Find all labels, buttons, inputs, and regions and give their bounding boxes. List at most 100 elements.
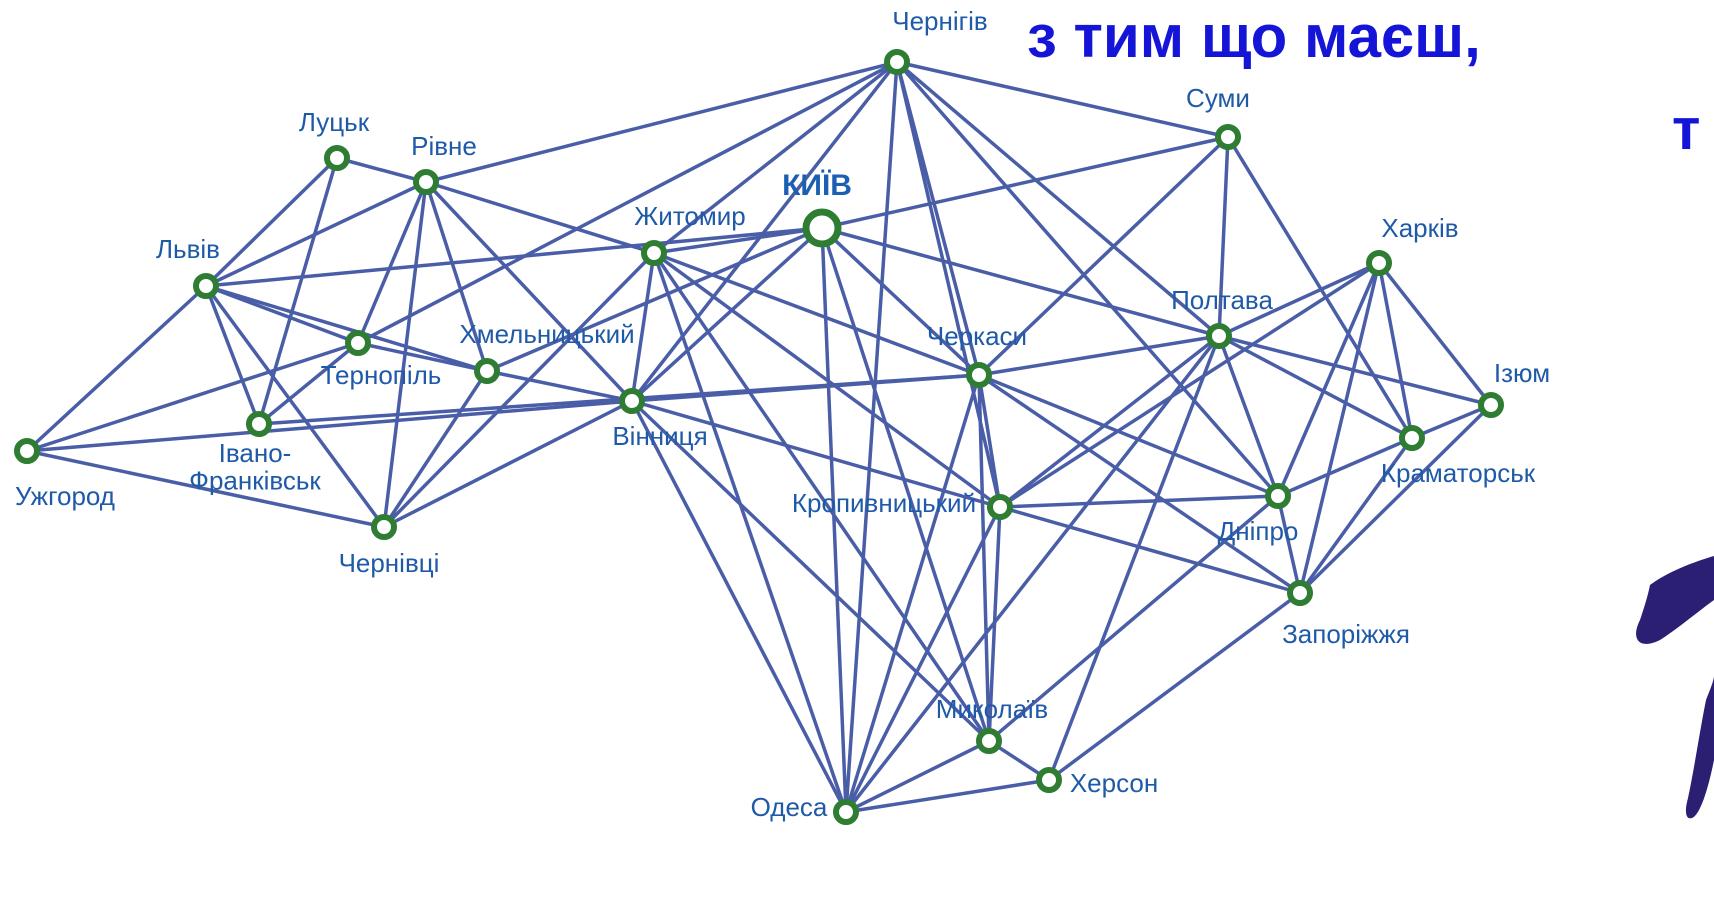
connection-cherkasy-mykolaiv: [977, 373, 991, 743]
connection-lines: [25, 60, 1493, 814]
city-label-poltava: Полтава: [1171, 285, 1273, 315]
city-node-kramatorsk: [1399, 425, 1425, 451]
city-label-lutsk: Луцьк: [299, 107, 370, 137]
connection-zhytomyr-odesa: [652, 251, 848, 814]
city-node-kropyvnytskyi: [987, 494, 1013, 520]
connection-khmelnytskyi-chernivtsi: [382, 369, 489, 529]
connection-kharkiv-izium: [1377, 261, 1493, 407]
connection-dnipro-zaporizhzhia: [1276, 494, 1302, 595]
connection-sumy-poltava: [1217, 135, 1230, 338]
connection-ivano-frankivsk-cherkasy: [257, 373, 981, 426]
city-node-lviv: [193, 273, 219, 299]
connection-vinnytsia-kropyvnytskyi: [630, 399, 1002, 509]
city-label-izium: Ізюм: [1494, 358, 1550, 388]
connection-uzhhorod-chernivtsi: [25, 449, 386, 529]
connection-uzhhorod-vinnytsia: [25, 399, 634, 453]
city-node-zhytomyr: [641, 240, 667, 266]
city-label-zaporizhzhia: Запоріжжя: [1282, 619, 1410, 649]
connection-cherkasy-zaporizhzhia: [977, 373, 1302, 595]
city-node-dnipro: [1265, 483, 1291, 509]
city-label-zhytomyr: Житомир: [634, 201, 745, 231]
connection-cherkasy-dnipro: [977, 373, 1280, 498]
connection-lviv-khmelnytskyi: [204, 284, 489, 373]
connection-zhytomyr-chernivtsi: [382, 251, 656, 529]
connection-rivne-lviv: [204, 180, 428, 288]
connection-chernihiv-rivne: [424, 60, 899, 184]
connection-chernihiv-ternopil: [356, 60, 899, 345]
connection-chernihiv-vinnytsia: [630, 60, 899, 403]
city-node-sumy: [1215, 124, 1241, 150]
connection-kyiv-cherkasy: [820, 226, 981, 377]
connection-zhytomyr-kropyvnytskyi: [652, 251, 1002, 509]
connection-izium-kramatorsk: [1410, 403, 1493, 440]
connection-poltava-kharkiv: [1217, 261, 1381, 338]
city-node-kyiv: [802, 208, 842, 248]
connection-kherson-odesa: [844, 778, 1051, 814]
city-label-ivano-frankivsk: Івано-Франківськ: [189, 438, 321, 495]
connection-chernihiv-sumy: [895, 60, 1230, 139]
connection-zhytomyr-mykolaiv: [652, 251, 991, 743]
connection-rivne-vinnytsia: [424, 180, 634, 403]
connection-kropyvnytskyi-mykolaiv: [987, 505, 1002, 743]
connection-kharkiv-kramatorsk: [1377, 261, 1414, 440]
city-node-kherson: [1036, 767, 1062, 793]
connection-mykolaiv-odesa: [844, 739, 991, 814]
connection-lutsk-ivano-frankivsk: [257, 156, 339, 426]
connection-kropyvnytskyi-odesa: [844, 505, 1002, 814]
city-node-izium: [1478, 392, 1504, 418]
connection-chernihiv-kropyvnytskyi: [895, 60, 1002, 509]
headline-text-line-1: з тим що маєш,: [1027, 3, 1481, 70]
connection-kyiv-vinnytsia: [630, 226, 824, 403]
connection-vinnytsia-odesa: [630, 399, 848, 814]
connection-kropyvnytskyi-zaporizhzhia: [998, 505, 1302, 595]
city-node-chernivtsi: [371, 514, 397, 540]
city-node-khmelnytskyi: [474, 358, 500, 384]
connection-chernihiv-dnipro: [895, 60, 1280, 498]
city-node-kharkiv: [1366, 250, 1392, 276]
connection-sumy-kyiv: [820, 135, 1230, 230]
city-label-kherson: Херсон: [1070, 768, 1158, 798]
city-node-ternopil: [345, 330, 371, 356]
headline-text-line-2: т: [1672, 97, 1701, 162]
connection-kramatorsk-dnipro: [1276, 436, 1414, 498]
connection-dnipro-mykolaiv: [987, 494, 1280, 743]
city-label-cherkasy: Черкаси: [927, 321, 1027, 351]
connection-poltava-kramatorsk: [1217, 334, 1414, 440]
city-label-lviv: Львів: [156, 234, 220, 264]
city-label-odesa: Одеса: [751, 792, 828, 822]
connection-zhytomyr-cherkasy: [652, 251, 981, 377]
connection-lviv-ternopil: [204, 284, 360, 345]
city-label-rivne: Рівне: [411, 131, 477, 161]
connection-kyiv-odesa: [820, 226, 848, 814]
connection-cherkasy-kropyvnytskyi: [977, 373, 1002, 509]
city-node-rivne: [413, 169, 439, 195]
connection-chernihiv-zhytomyr: [652, 60, 899, 255]
connection-kharkiv-zaporizhzhia: [1298, 261, 1381, 595]
connection-ternopil-ivano-frankivsk: [257, 341, 360, 426]
city-label-chernihiv: Чернігів: [892, 6, 987, 36]
connection-rivne-khmelnytskyi: [424, 180, 489, 373]
connection-kropyvnytskyi-dnipro: [998, 494, 1280, 509]
connection-kramatorsk-zaporizhzhia: [1298, 436, 1414, 595]
city-label-kramatorsk: Краматорськ: [1381, 458, 1536, 488]
connection-cherkasy-odesa: [844, 373, 981, 814]
connection-poltava-dnipro: [1217, 334, 1280, 498]
connection-cherkasy-poltava: [977, 334, 1221, 377]
connection-lviv-chernivtsi: [204, 284, 386, 529]
connection-poltava-odesa: [844, 334, 1221, 814]
connection-vinnytsia-mykolaiv: [630, 399, 991, 743]
city-node-uzhhorod: [14, 438, 40, 464]
city-node-lutsk: [324, 145, 350, 171]
city-node-mykolaiv: [976, 728, 1002, 754]
connection-poltava-kropyvnytskyi: [998, 334, 1221, 509]
city-node-vinnytsia: [619, 388, 645, 414]
city-label-khmelnytskyi: Хмельницький: [459, 319, 634, 349]
connection-rivne-ternopil: [356, 180, 428, 345]
city-label-ternopil: Тернопіль: [321, 360, 442, 390]
connection-kyiv-lviv: [204, 226, 824, 288]
city-node-ivano-frankivsk: [246, 411, 272, 437]
city-node-poltava: [1206, 323, 1232, 349]
city-labels: ЧернігівСумиЛуцькРівнеКИЇВЖитомирЛьвівХа…: [15, 6, 1550, 822]
